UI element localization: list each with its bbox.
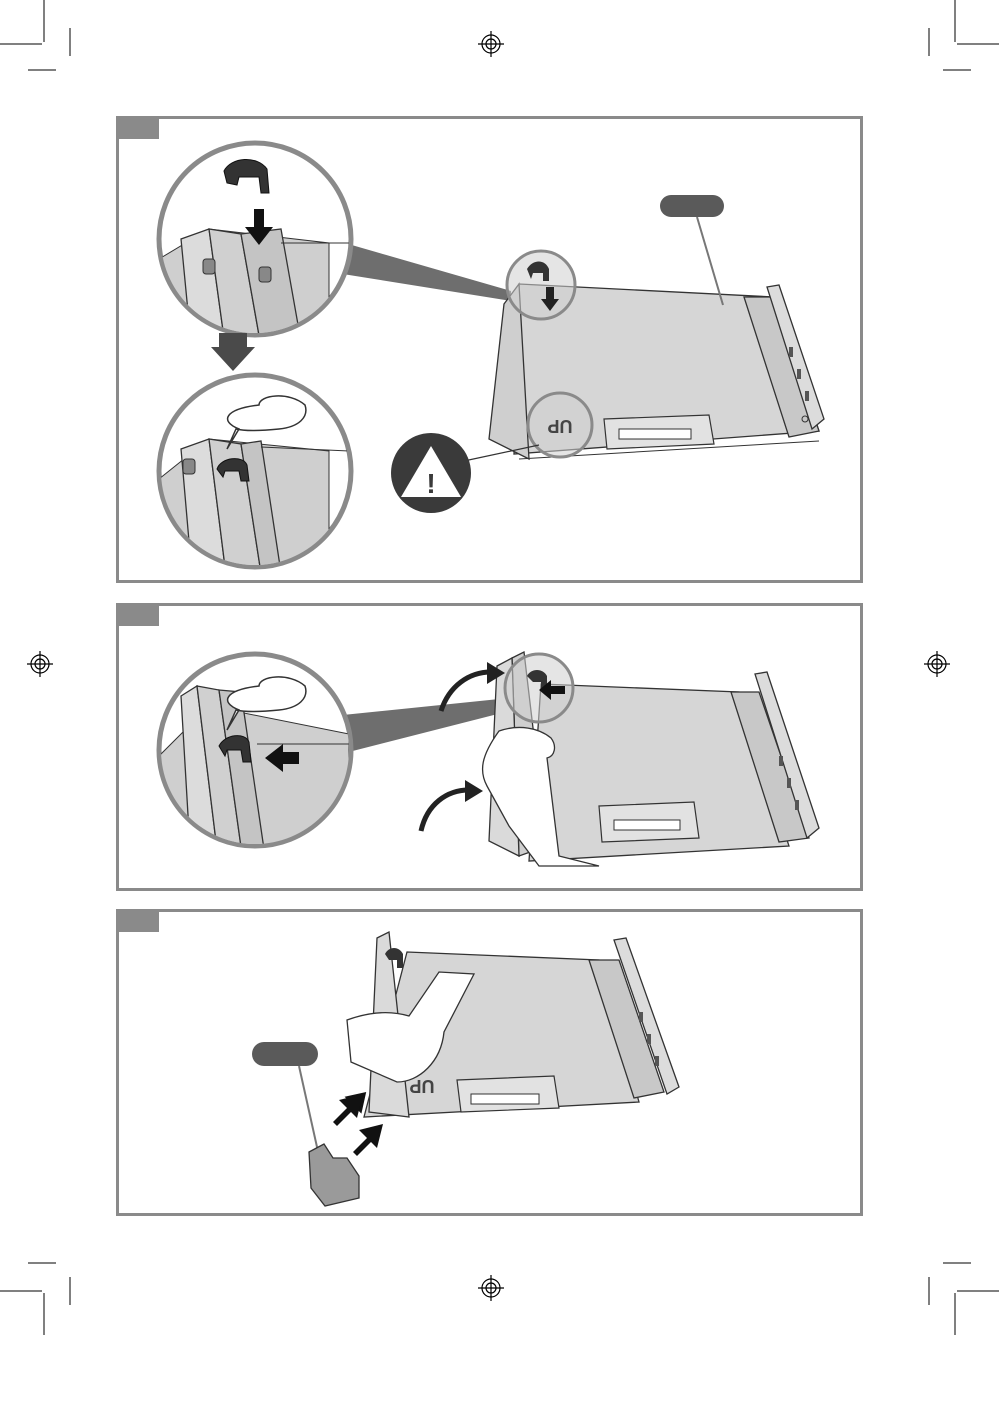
step-panel-3: UP [116,909,863,1216]
up-label: UP [547,416,572,436]
step-3-illustration: UP [119,912,860,1213]
registration-mark-icon [478,31,504,57]
step-2-illustration [119,606,860,888]
up-arrow-icon [353,1124,383,1156]
step-1-illustration: UP ! [119,119,860,580]
svg-text:!: ! [426,468,435,499]
step-panel-1: UP ! [116,116,863,583]
part-callout-label [660,195,724,217]
part-callout-label [252,1042,318,1066]
step-panel-2 [116,603,863,891]
